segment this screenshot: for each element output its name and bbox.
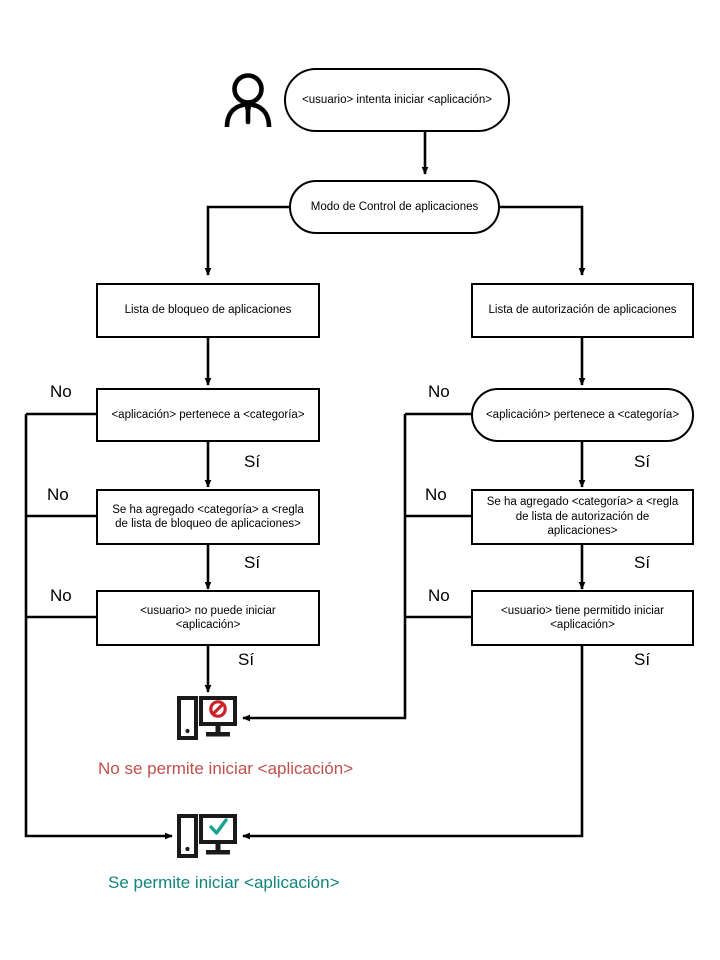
node-allow-rule-check-label: Se ha agregado <categoría> a <regla de l… xyxy=(486,496,679,538)
caption-blocked: No se permite iniciar <aplicación> xyxy=(98,759,354,778)
node-allow-category-check[interactable]: <aplicación> pertenece a <categoría> xyxy=(471,388,694,442)
node-allowlist[interactable]: Lista de autorización de aplicaciones xyxy=(471,283,694,338)
edge-label-no-right-2: No xyxy=(425,485,447,504)
node-deny-result[interactable]: <usuario> no puede iniciar <aplicación> xyxy=(96,590,320,646)
caption-allowed: Se permite iniciar <aplicación> xyxy=(108,873,340,892)
node-allowlist-label: Lista de autorización de aplicaciones xyxy=(488,304,677,317)
node-allow-result[interactable]: <usuario> tiene permitido iniciar <aplic… xyxy=(471,590,694,646)
computer-allowed-icon xyxy=(176,813,238,861)
edge-mode-to-allowlist xyxy=(500,205,586,276)
edge-right-no-rail-to-blocked xyxy=(242,414,407,722)
edge-mode-to-denylist xyxy=(204,205,289,276)
edge-label-no-left-2: No xyxy=(47,485,69,504)
edge-label-si-left-3: Sí xyxy=(238,650,255,669)
node-denylist[interactable]: Lista de bloqueo de aplicaciones xyxy=(96,283,320,338)
node-deny-result-label: <usuario> no puede iniciar <aplicación> xyxy=(140,604,276,631)
node-deny-rule-check[interactable]: Se ha agregado <categoría> a <regla de l… xyxy=(96,489,320,545)
computer-blocked-icon xyxy=(176,695,238,743)
node-allow-rule-check[interactable]: Se ha agregado <categoría> a <regla de l… xyxy=(471,489,694,545)
node-deny-category-check[interactable]: <aplicación> pertenece a <categoría> xyxy=(96,388,320,442)
edge-allow-result-si-to-allowed xyxy=(242,646,584,840)
edge-label-no-left-3: No xyxy=(50,586,72,605)
node-deny-category-check-label: <aplicación> pertenece a <categoría> xyxy=(111,408,305,421)
edge-label-si-right-1: Sí xyxy=(634,452,651,471)
node-allow-category-check-label: <aplicación> pertenece a <categoría> xyxy=(485,408,680,421)
edge-label-no-right-3: No xyxy=(428,586,450,605)
node-app-control-mode[interactable]: Modo de Control de aplicaciones xyxy=(289,180,500,234)
node-denylist-label: Lista de bloqueo de aplicaciones xyxy=(124,304,292,317)
edge-label-no-right-1: No xyxy=(428,382,450,401)
user-person-icon xyxy=(222,72,274,128)
node-start-label: <usuario> intenta iniciar <aplicación> xyxy=(302,93,492,106)
edge-label-si-right-3: Sí xyxy=(634,650,651,669)
edge-label-si-left-2: Sí xyxy=(244,553,261,572)
node-allow-result-label: <usuario> tiene permitido iniciar <aplic… xyxy=(500,604,664,631)
node-start[interactable]: <usuario> intenta iniciar <aplicación> xyxy=(284,68,510,132)
node-app-control-mode-label: Modo de Control de aplicaciones xyxy=(310,200,479,213)
edge-label-si-left-1: Sí xyxy=(244,452,261,471)
edge-label-si-right-2: Sí xyxy=(634,553,651,572)
edge-left-no-rail-to-allowed xyxy=(24,414,173,840)
node-deny-rule-check-label: Se ha agregado <categoría> a <regla de l… xyxy=(112,503,304,530)
edge-label-no-left-1: No xyxy=(50,382,72,401)
